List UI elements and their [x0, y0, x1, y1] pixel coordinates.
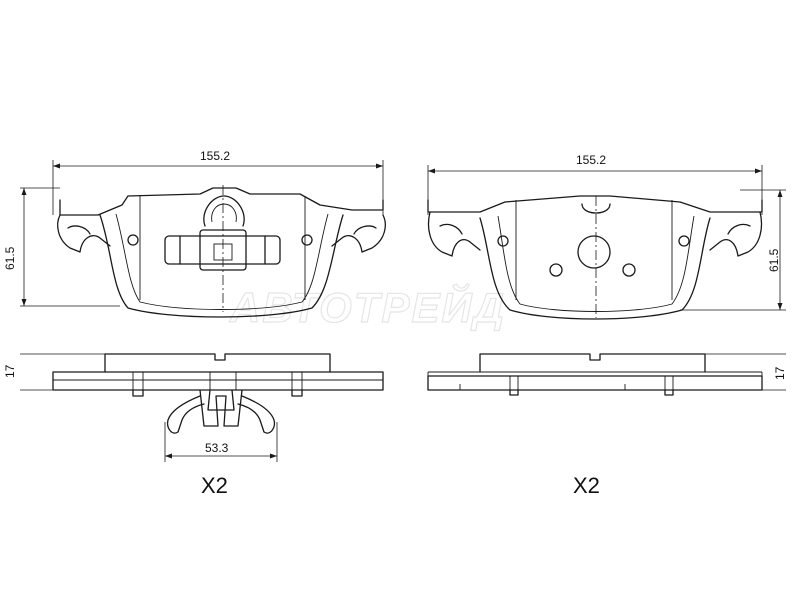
- right-thickness-dimension: 17: [773, 366, 787, 380]
- right-height-dimension: 61.5: [767, 248, 781, 272]
- left-height-dimension: 61.5: [3, 246, 17, 270]
- right-width-dimension: 155.2: [576, 153, 606, 167]
- left-pad-side-view: 17 53.3: [3, 353, 384, 462]
- watermark-text: AВТОТРЕЙД: [229, 282, 506, 331]
- clip-width-dimension: 53.3: [205, 441, 229, 455]
- right-pad-side-view: 17: [427, 353, 787, 396]
- left-quantity-label: X2: [201, 473, 228, 498]
- right-quantity-label: X2: [573, 473, 600, 498]
- left-width-dimension: 155.2: [200, 149, 230, 163]
- left-pad-front-view: 155.2 61.5: [3, 149, 386, 318]
- left-thickness-dimension: 17: [3, 364, 17, 378]
- right-pad-front-view: 155.2 61.5: [427, 153, 786, 320]
